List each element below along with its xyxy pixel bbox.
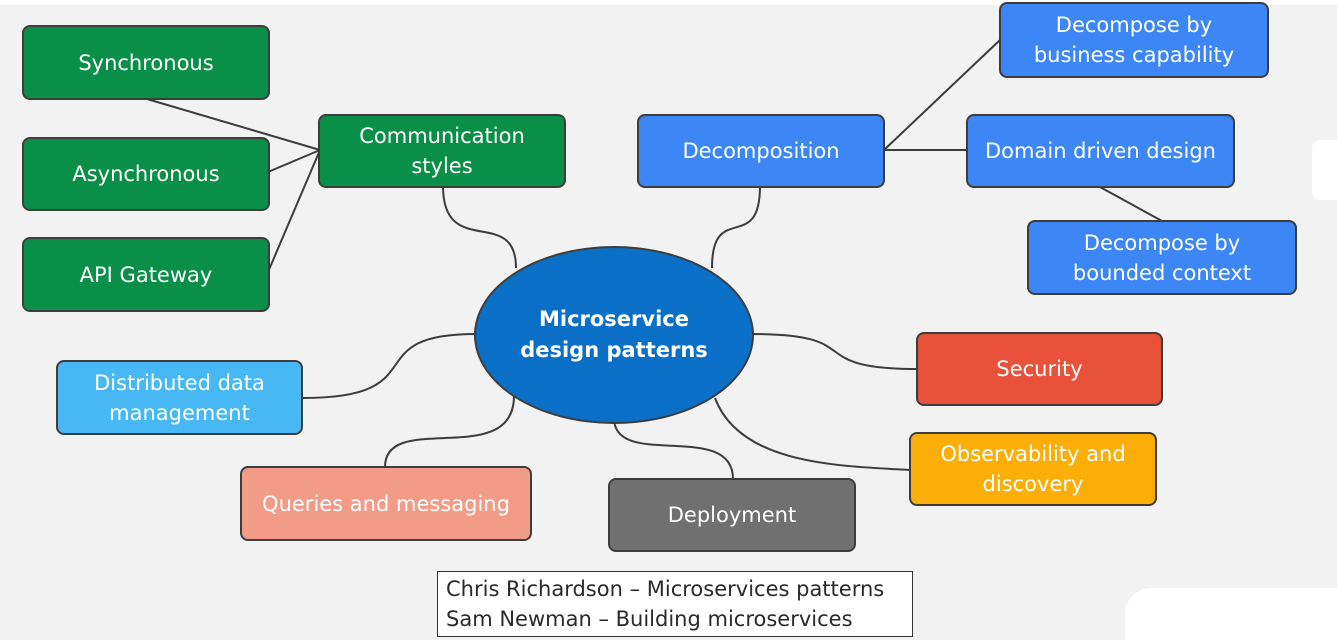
node-asynchronous[interactable]: Asynchronous: [22, 137, 270, 211]
link-synchronous: [146, 98, 321, 151]
node-synchronous[interactable]: Synchronous: [22, 25, 270, 100]
link-asynchronous: [267, 149, 321, 173]
link-security: [751, 333, 919, 370]
node-decompose-business-capability[interactable]: Decompose by business capability: [999, 2, 1269, 78]
node-domain-driven-design[interactable]: Domain driven design: [966, 114, 1235, 188]
reference-richardson: Chris Richardson – Microservices pattern…: [446, 577, 885, 601]
white-patch-right: [1312, 140, 1337, 200]
node-queries-and-messaging[interactable]: Queries and messaging: [240, 466, 532, 541]
link-queries-messaging: [384, 395, 515, 468]
node-decompose-bounded-context[interactable]: Decompose by bounded context: [1027, 220, 1297, 295]
link-bounded-context: [1099, 186, 1163, 222]
node-distributed-data-management[interactable]: Distributed data management: [56, 360, 303, 435]
white-patch-bottom-right: [1125, 588, 1337, 640]
node-api-gateway[interactable]: API Gateway: [22, 237, 270, 312]
references-box: Chris Richardson – Microservices pattern…: [437, 571, 913, 637]
link-decomposition: [711, 185, 761, 269]
link-business-capability: [883, 39, 1001, 151]
node-deployment[interactable]: Deployment: [608, 478, 856, 552]
link-observability: [714, 397, 911, 471]
node-communication-styles[interactable]: Communication styles: [318, 114, 566, 188]
link-deployment: [613, 417, 734, 480]
reference-newman: Sam Newman – Building microservices: [446, 607, 853, 631]
link-api-gateway: [267, 149, 321, 273]
node-security[interactable]: Security: [916, 332, 1163, 406]
center-node-microservice-design-patterns[interactable]: Microservice design patterns: [474, 246, 754, 424]
link-communication: [442, 185, 517, 269]
node-observability-and-discovery[interactable]: Observability and discovery: [909, 432, 1157, 506]
link-distributed-data: [302, 333, 477, 399]
node-decomposition[interactable]: Decomposition: [637, 114, 885, 188]
top-band: [0, 0, 1337, 5]
